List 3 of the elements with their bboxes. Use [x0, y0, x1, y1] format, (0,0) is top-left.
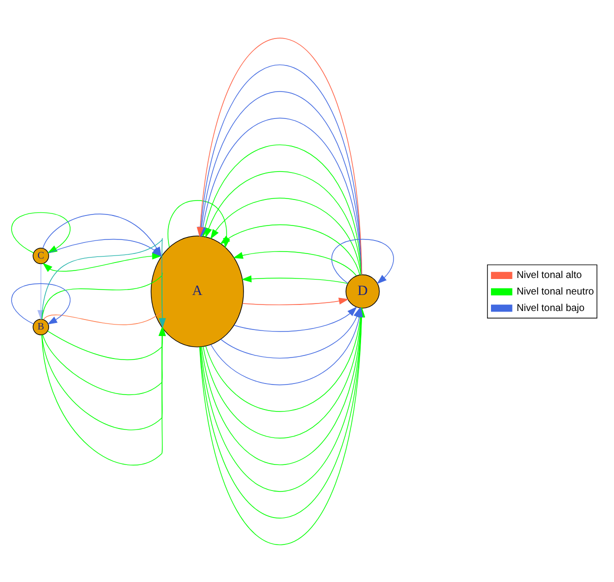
legend-label: Nivel tonal bajo — [516, 302, 585, 314]
legend-label: Nivel tonal alto — [516, 270, 582, 281]
legend-label: Nivel tonal neutro — [516, 286, 594, 297]
